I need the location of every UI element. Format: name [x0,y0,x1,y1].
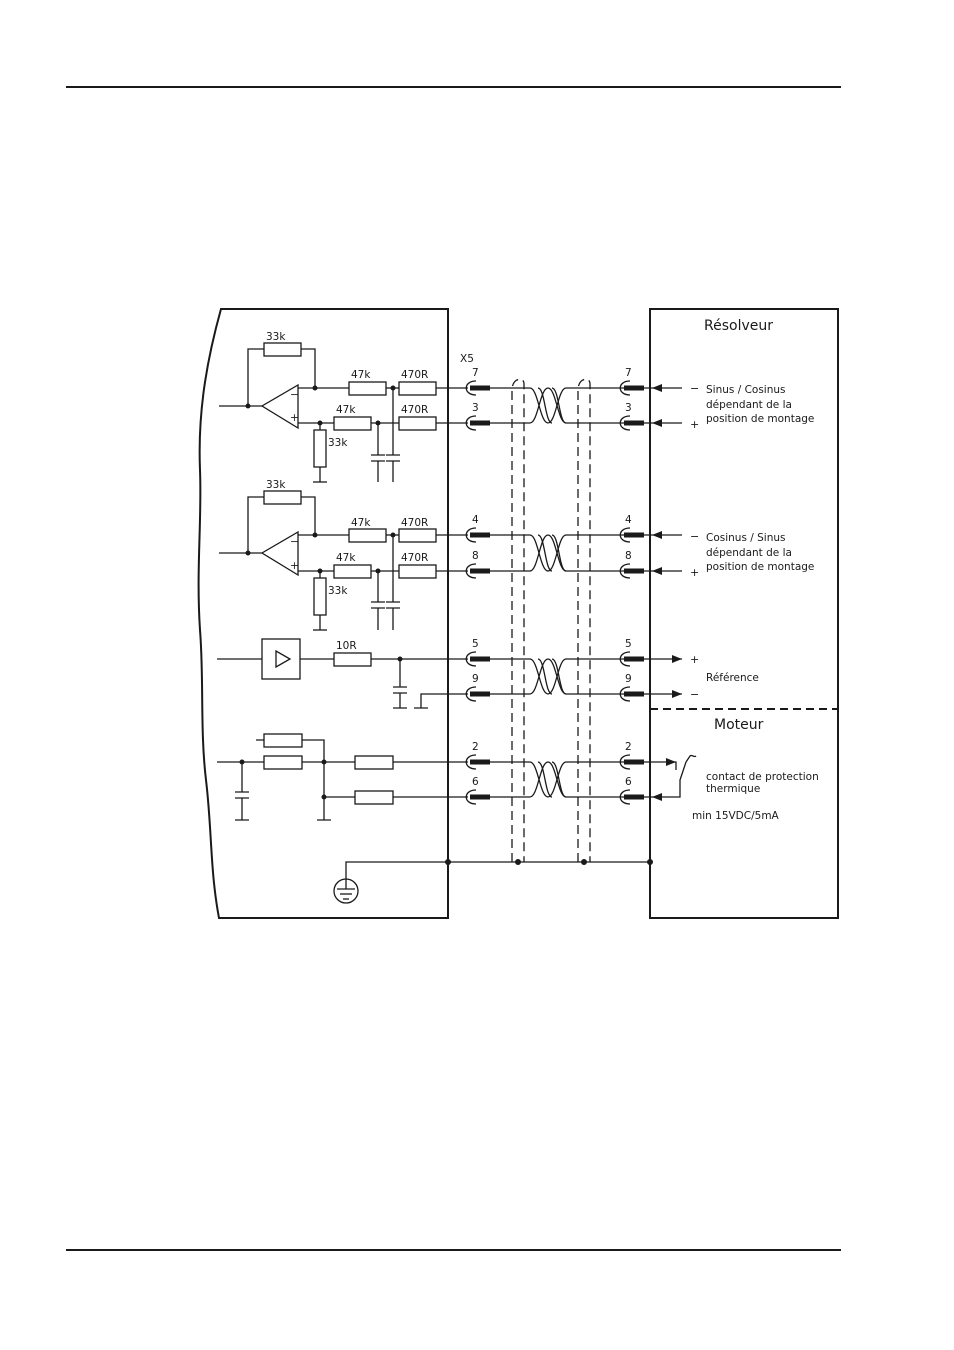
input-resistor-470r [398,381,437,396]
thermal-channel [217,733,468,821]
feedback-resistor-label: 33k [266,331,286,343]
cos-channel: 33k − + 47k 470R 47k 470R 33k [219,479,468,631]
svg-text:5: 5 [472,638,479,650]
svg-text:+: + [690,418,699,431]
cos-opamp [260,530,299,577]
svg-text:−: − [690,688,699,701]
feedback-resistor [263,342,302,357]
sin-opamp [260,383,299,430]
svg-text:3: 3 [625,402,632,414]
sin-label-2: dépendant de la [706,399,792,411]
input-resistor-47k [348,381,387,396]
svg-text:47k: 47k [351,369,371,381]
footer-rule [66,1249,841,1251]
svg-text:3: 3 [472,402,479,414]
svg-text:33k: 33k [328,437,348,449]
reference-channel: 10R [217,638,468,709]
cable-shield [445,378,653,865]
svg-text:+: + [290,412,299,424]
svg-text:+: + [690,566,699,579]
svg-text:8: 8 [625,550,632,562]
svg-text:5: 5 [625,638,632,650]
resolver-title: Résolveur [704,318,773,334]
svg-text:+: + [690,653,699,666]
connector-label: X5 [460,353,474,365]
cos-label-3: position de montage [706,561,814,573]
svg-text:33k: 33k [328,585,348,597]
sin-label-1: Sinus / Cosinus [706,384,786,396]
svg-text:47k: 47k [351,517,371,529]
svg-text:2: 2 [472,741,479,753]
buffer-amp [261,638,301,680]
svg-text:+: + [290,560,299,572]
svg-text:470R: 470R [401,552,428,564]
svg-text:8: 8 [472,550,479,562]
svg-text:−: − [290,536,299,548]
svg-text:7: 7 [472,367,479,379]
thermal-label-2: thermique [706,783,760,795]
resolver-signal-arrows [644,384,697,801]
sin-label-3: position de montage [706,413,814,425]
svg-text:2: 2 [625,741,632,753]
motor-title: Moteur [714,717,764,733]
svg-text:9: 9 [472,673,479,685]
svg-text:6: 6 [625,776,632,788]
header-rule [66,86,841,88]
thermal-rating-label: min 15VDC/5mA [692,810,780,822]
svg-text:−: − [290,389,299,401]
cos-label-1: Cosinus / Sinus [706,532,786,544]
svg-text:7: 7 [625,367,632,379]
svg-text:6: 6 [472,776,479,788]
svg-text:470R: 470R [401,369,428,381]
drive-box-outline [197,308,449,919]
connector-pins-drive: 7 3 4 8 5 9 2 6 [465,367,490,805]
resolver-box-outline [649,308,839,919]
reference-label: Référence [706,672,759,684]
svg-text:33k: 33k [266,479,286,491]
svg-text:470R: 470R [401,517,428,529]
svg-text:4: 4 [472,514,479,526]
protective-earth-icon [333,861,448,904]
svg-text:−: − [690,530,699,543]
svg-text:10R: 10R [336,640,357,652]
svg-text:9: 9 [625,673,632,685]
svg-text:470R: 470R [401,404,428,416]
connector-pins-resolver: 7 3 4 8 5 9 2 6 [619,367,644,805]
svg-text:47k: 47k [336,404,356,416]
cos-label-2: dépendant de la [706,547,792,559]
svg-text:−: − [690,382,699,395]
sin-channel: 33k − + 47k 470R 47k 470R 33k [219,331,468,483]
svg-text:4: 4 [625,514,632,526]
thermal-label-1: contact de protection [706,771,819,783]
twisted-pair-cables [490,387,624,798]
svg-text:47k: 47k [336,552,356,564]
